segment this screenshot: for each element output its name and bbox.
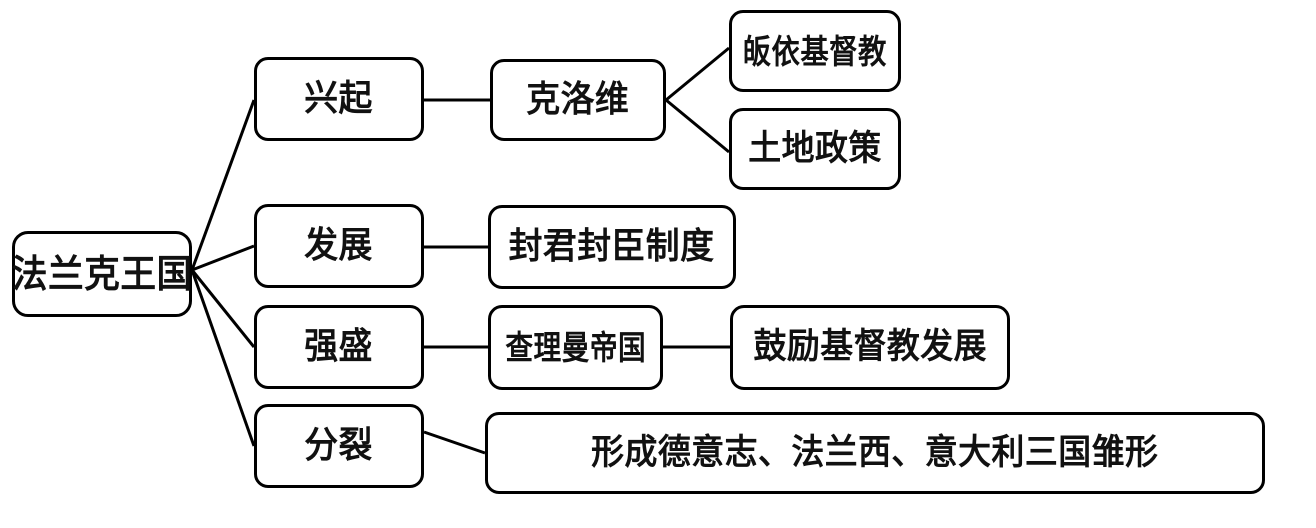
node-charlemagne-empire-label: 查理曼帝国 [505,328,646,367]
node-clovis[interactable]: 克洛维 [490,59,666,141]
node-branch-division[interactable]: 分裂 [254,404,424,488]
node-root-frankish-kingdom[interactable]: 法兰克王国 [12,231,192,317]
node-branch-division-label: 分裂 [304,425,374,466]
node-encourage-christianity-label: 鼓励基督教发展 [753,327,987,367]
node-convert-to-christianity-label: 皈依基督教 [742,31,888,71]
node-branch-prosperity-label: 强盛 [304,326,374,367]
connector-clovis-to-convert [665,46,730,102]
node-land-policy-label: 土地政策 [748,128,882,169]
connector-root-to-rise [190,99,256,271]
connector-root-to-split [190,269,256,447]
node-convert-to-christianity[interactable]: 皈依基督教 [729,10,901,92]
node-three-kingdoms-prototype[interactable]: 形成德意志、法兰西、意大利三国雏形 [485,412,1265,494]
connector-clovis-to-land [665,98,730,154]
connector-root-to-dev [191,244,255,272]
node-branch-rise-label: 兴起 [304,78,374,119]
node-encourage-christianity[interactable]: 鼓励基督教发展 [730,305,1010,390]
node-land-policy[interactable]: 土地政策 [729,108,901,190]
connector-root-to-peak [190,269,256,348]
node-three-kingdoms-prototype-label: 形成德意志、法兰西、意大利三国雏形 [591,432,1159,473]
node-root-label: 法兰克王国 [11,252,193,296]
node-feudal-system-label: 封君封臣制度 [509,226,715,267]
node-charlemagne-empire[interactable]: 查理曼帝国 [488,305,663,390]
node-branch-prosperity[interactable]: 强盛 [254,305,424,389]
node-branch-rise[interactable]: 兴起 [254,57,424,141]
connector-split-to-three-kingdoms [423,430,486,455]
node-branch-development-label: 发展 [304,225,374,266]
node-clovis-label: 克洛维 [526,79,630,120]
node-branch-development[interactable]: 发展 [254,204,424,288]
node-feudal-system[interactable]: 封君封臣制度 [488,205,736,289]
